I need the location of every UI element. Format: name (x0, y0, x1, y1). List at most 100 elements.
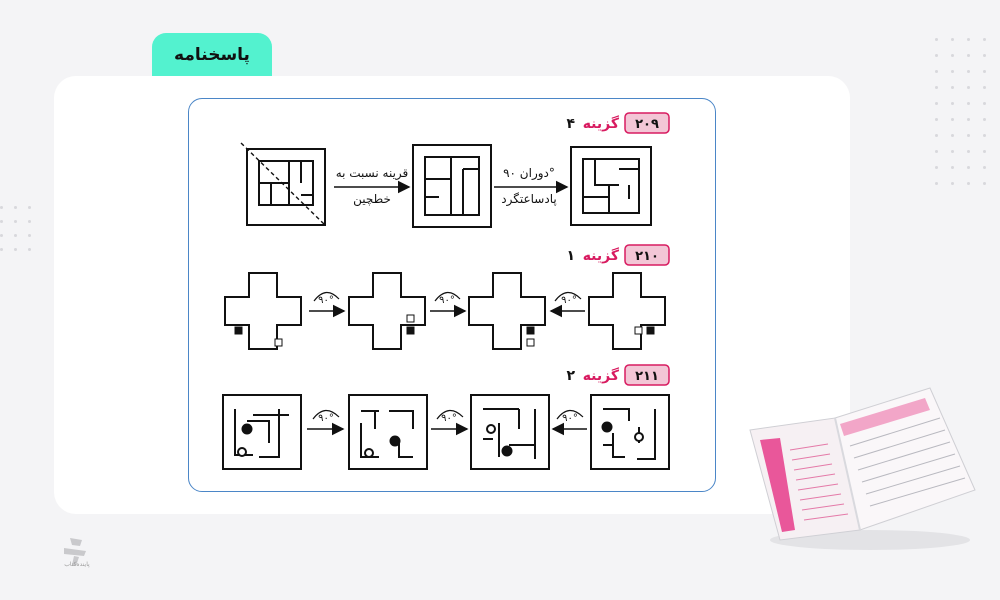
q210-cross-2-square-1 (406, 326, 415, 335)
q209-figure-rotated (570, 146, 652, 226)
decorative-dot (983, 118, 986, 121)
q210-arrows: ۹۰° ۹۰° ۹۰° (309, 291, 585, 318)
decorative-dot (983, 150, 986, 153)
decorative-dot (14, 234, 17, 237)
q211-maze-2 (348, 394, 428, 470)
decorative-dot (951, 118, 954, 121)
q209-arrow2-line2: پادساعتگرد (501, 192, 556, 207)
q210-cross-1-square-1 (234, 326, 243, 335)
q209-answer: ۴ (566, 116, 575, 132)
decorative-dot (983, 54, 986, 57)
decorative-dot (951, 70, 954, 73)
decorative-dot (951, 102, 954, 105)
decorative-dot (0, 206, 3, 209)
q210-cross-3-square-2 (526, 338, 535, 347)
decorative-dot (935, 38, 938, 41)
q210-answer: ۱ (566, 248, 575, 264)
q210-cross-4 (588, 272, 666, 350)
q209-arrow2-line1: دوران ۹۰° (503, 166, 555, 181)
brand-logo (64, 538, 86, 566)
decorative-dot (983, 134, 986, 137)
decorative-dot (967, 54, 970, 57)
decorative-dot (951, 134, 954, 137)
decorative-dot (967, 38, 970, 41)
q210-cross-3-square-1 (526, 326, 535, 335)
solution-panel: ۲۰۹ گزینه ۴ قرینه نسبت به خطچین دوران ۹۰… (188, 98, 716, 492)
decorative-dot (935, 182, 938, 185)
decorative-dot (983, 182, 986, 185)
q210-cross-2-square-2 (406, 314, 415, 323)
q211-maze-4 (590, 394, 670, 470)
decorative-dot (935, 118, 938, 121)
q210-rotation-1: ۹۰° (318, 295, 334, 306)
decorative-dot (935, 102, 938, 105)
q209-figure-reflected (412, 144, 492, 228)
decorative-dot (935, 150, 938, 153)
q210-rotation-3: ۹۰° (561, 295, 577, 306)
q210-rotate-arc-3 (554, 291, 582, 302)
decorative-dot (935, 54, 938, 57)
brand-logo-text: پاینده‌کتاب (64, 561, 90, 568)
decorative-dot (983, 38, 986, 41)
q210-cross-3 (468, 272, 546, 350)
decorative-dot (951, 150, 954, 153)
q209-arrow1-line1: قرینه نسبت به (336, 166, 409, 181)
decorative-dots-left (0, 206, 40, 266)
decorative-dot (951, 54, 954, 57)
q209-arrow-reflect: قرینه نسبت به خطچین (334, 166, 411, 207)
decorative-dot (951, 166, 954, 169)
q210-cross-1 (224, 272, 302, 350)
q211-rotation-3: ۹۰° (562, 413, 578, 424)
decorative-dot (28, 234, 31, 237)
q209-header: ۲۰۹ گزینه ۴ (566, 112, 670, 134)
q211-maze-3 (470, 394, 550, 470)
decorative-dot (0, 234, 3, 237)
q209-arrow1-line2: خطچین (353, 192, 391, 207)
decorative-dot (967, 166, 970, 169)
decorative-dot (951, 182, 954, 185)
decorative-dot (28, 248, 31, 251)
q210-rotate-arc-1 (313, 291, 340, 302)
decorative-dot (0, 248, 3, 251)
q211-number-badge (624, 364, 670, 386)
q209-number: ۲۰۹ (635, 117, 659, 132)
decorative-dot (967, 70, 970, 73)
decorative-dot (967, 86, 970, 89)
q210-cross-4-square-2 (634, 326, 643, 335)
q211-label: گزینه (583, 367, 620, 384)
decorative-dot (0, 220, 3, 223)
decorative-dot (983, 70, 986, 73)
decorative-dot (14, 248, 17, 251)
decorative-dot (14, 206, 17, 209)
q210-rotation-2: ۹۰° (439, 295, 455, 306)
decorative-dot (967, 134, 970, 137)
q210-number: ۲۱۰ (635, 249, 659, 264)
decorative-dot (967, 150, 970, 153)
q211-rotation-1: ۹۰° (318, 413, 334, 424)
decorative-dot (935, 86, 938, 89)
book-illustration (749, 387, 976, 550)
q210-label: گزینه (583, 247, 620, 264)
decorative-dot (983, 102, 986, 105)
answer-sheet-tab[interactable]: پاسخنامه (152, 33, 272, 77)
decorative-dot (28, 206, 31, 209)
q210-header: ۲۱۰ گزینه ۱ (566, 244, 670, 266)
q211-rotate-arc-1 (312, 409, 340, 420)
decorative-dot (951, 86, 954, 89)
decorative-dot (935, 70, 938, 73)
decorative-dot (935, 166, 938, 169)
q211-rotation-2: ۹۰° (441, 413, 457, 424)
q210-cross-1-square-2 (274, 338, 283, 347)
q210-cross-figures (224, 272, 666, 350)
q211-header: ۲۱۱ گزینه ۲ (566, 364, 670, 386)
q210-cross-2 (348, 272, 426, 350)
decorative-dot (951, 38, 954, 41)
q210-number-badge (624, 244, 670, 266)
decorative-dots-right (935, 38, 995, 198)
q211-rotate-arc-2 (436, 409, 464, 420)
q209-label: گزینه (583, 115, 620, 132)
answer-sheet-tab-label: پاسخنامه (174, 45, 250, 65)
q211-maze-1 (222, 394, 302, 470)
decorative-dot (28, 220, 31, 223)
q211-arrows: ۹۰° ۹۰° ۹۰° (307, 409, 587, 436)
